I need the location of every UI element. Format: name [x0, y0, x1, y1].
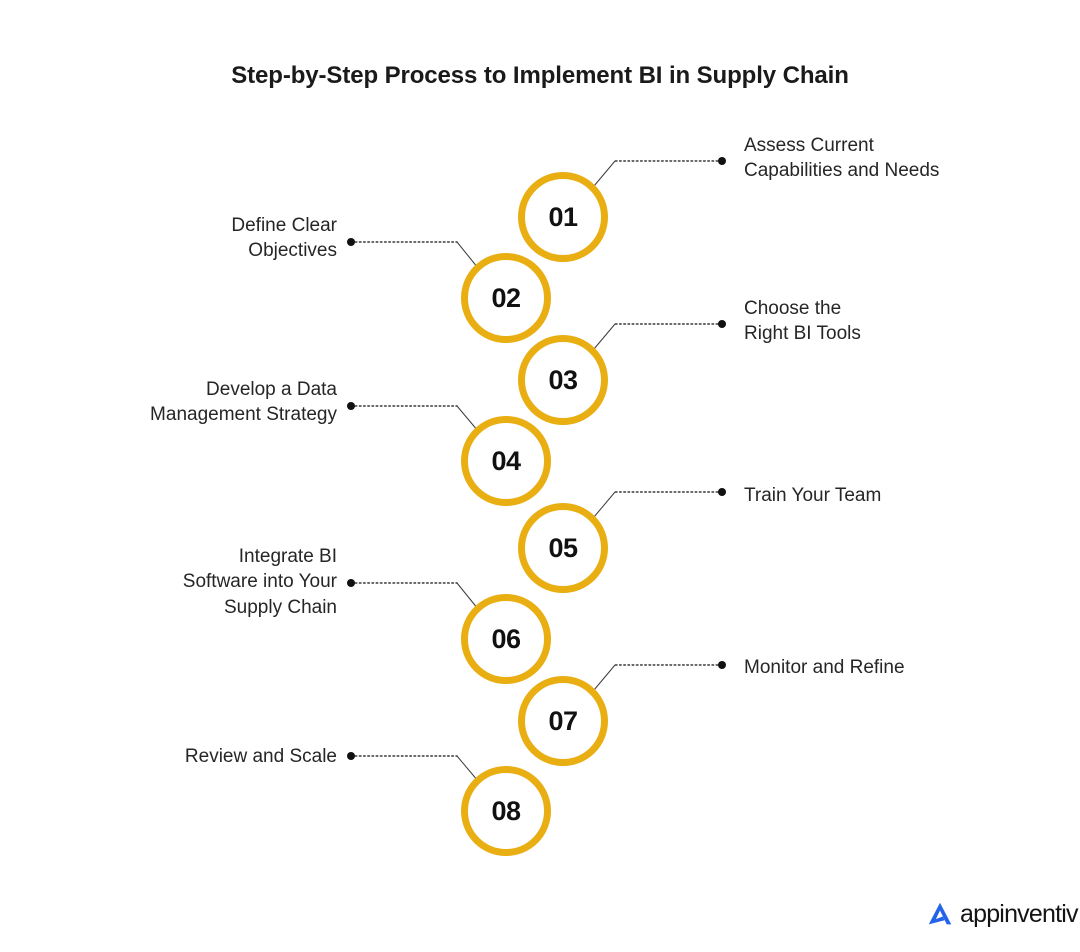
connector-02 — [347, 238, 479, 269]
step-number: 05 — [548, 532, 578, 563]
step-label-05: Train Your Team — [744, 485, 882, 506]
appinventiv-a-arrow-icon — [928, 902, 952, 925]
connector-03 — [593, 320, 726, 350]
step-circle-01[interactable]: 01 — [518, 172, 608, 262]
connector-dot — [718, 488, 726, 496]
connector-07 — [593, 661, 726, 691]
connector-05 — [593, 488, 726, 518]
step-circle-02[interactable]: 02 — [461, 253, 551, 343]
connector-dot — [347, 238, 355, 246]
step-number: 06 — [491, 623, 521, 654]
step-number: 07 — [548, 705, 578, 736]
connector-06 — [347, 579, 479, 610]
step-label-01: Assess Current Capabilities and Needs — [744, 135, 940, 182]
step-number: 01 — [548, 201, 578, 232]
connector-dot — [347, 579, 355, 587]
step-number: 03 — [548, 364, 578, 395]
connector-01 — [593, 157, 726, 187]
step-label-02: Define Clear Objectives — [231, 215, 337, 262]
step-circle-04[interactable]: 04 — [461, 416, 551, 506]
step-label-07: Monitor and Refine — [744, 657, 905, 678]
step-label-08: Review and Scale — [184, 746, 337, 767]
step-label-03: Choose the Right BI Tools — [744, 298, 861, 345]
connector-dot — [347, 752, 355, 760]
brand-logo: appinventiv — [925, 899, 1078, 929]
connector-04 — [347, 402, 479, 432]
step-circle-07[interactable]: 07 — [518, 676, 608, 766]
step-circle-05[interactable]: 05 — [518, 503, 608, 593]
connector-dot — [718, 661, 726, 669]
step-label-04: Develop a Data Management Strategy — [150, 379, 337, 426]
connector-08 — [347, 752, 479, 782]
brand-wordmark: appinventiv — [960, 899, 1078, 928]
connector-dot — [347, 402, 355, 410]
connector-dot — [718, 157, 726, 165]
step-circle-08[interactable]: 08 — [461, 766, 551, 856]
step-circle-03[interactable]: 03 — [518, 335, 608, 425]
step-number: 02 — [491, 282, 521, 313]
step-number: 04 — [491, 445, 521, 476]
page-title: Step-by-Step Process to Implement BI in … — [231, 62, 849, 89]
step-circle-06[interactable]: 06 — [461, 594, 551, 684]
step-number: 08 — [491, 795, 521, 826]
step-label-06: Integrate BI Software into Your Supply C… — [182, 546, 337, 618]
connector-dot — [718, 320, 726, 328]
